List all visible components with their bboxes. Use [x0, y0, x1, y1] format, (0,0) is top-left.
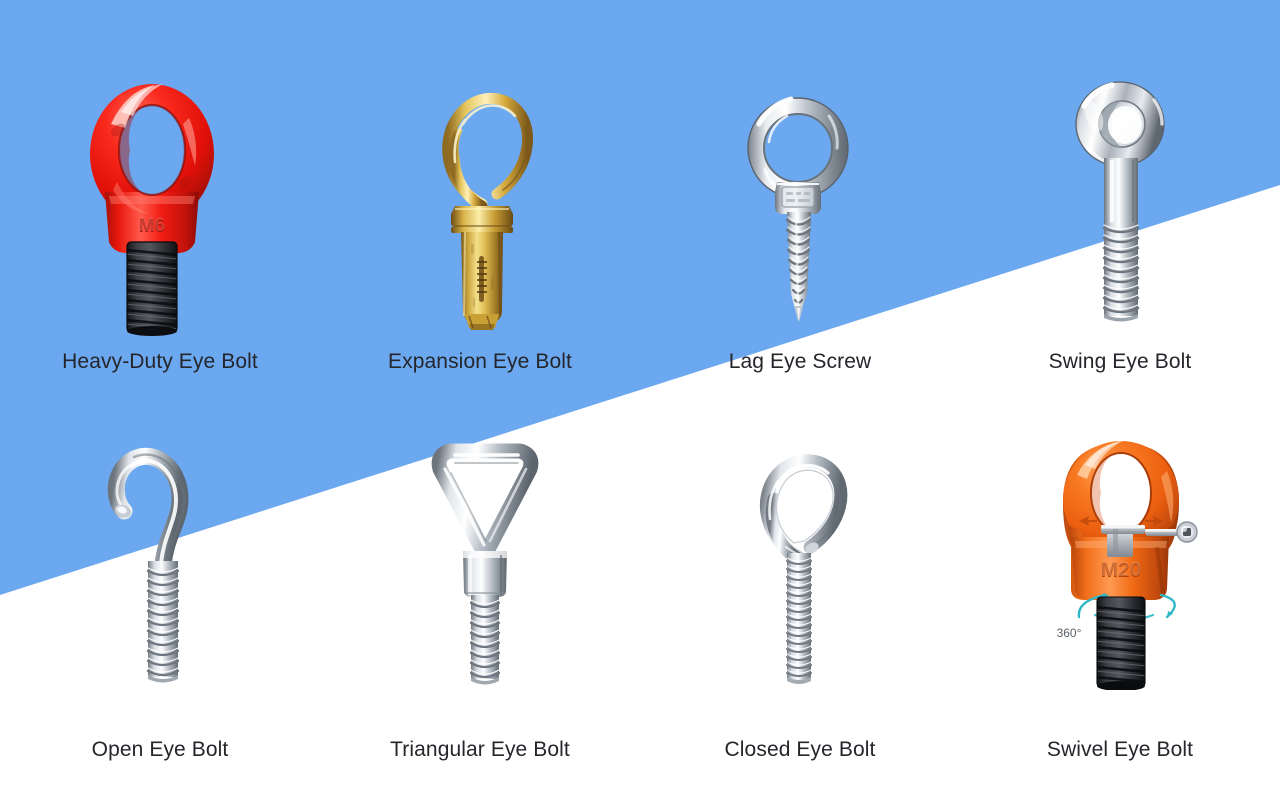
product-card-swivel-eye-bolt[interactable]: M20 M20 — [960, 376, 1280, 800]
closed-eye-bolt-illustration — [640, 376, 960, 690]
product-label-lag-eye-screw: Lag Eye Screw — [728, 350, 872, 373]
product-label-swing-eye-bolt: Swing Eye Bolt — [1048, 350, 1192, 373]
product-label-heavy-duty-eye-bolt: Heavy-Duty Eye Bolt — [62, 350, 258, 373]
swivel-eye-bolt-rotation-label: 360° — [1057, 626, 1082, 640]
swivel-eye-bolt-marking: M20 — [1101, 559, 1142, 582]
product-label-expansion-eye-bolt: Expansion Eye Bolt — [388, 350, 572, 373]
product-label-closed-eye-bolt: Closed Eye Bolt — [724, 738, 876, 761]
product-card-closed-eye-bolt[interactable]: Closed Eye Bolt — [640, 376, 960, 800]
svg-text:M20: M20 — [1101, 558, 1142, 581]
heavy-duty-eye-bolt-illustration: M6 M6 — [0, 0, 321, 336]
svg-text:M6: M6 — [139, 215, 165, 236]
product-card-heavy-duty-eye-bolt[interactable]: M6 M6 — [0, 0, 320, 376]
product-card-swing-eye-bolt[interactable]: Swing Eye Bolt — [960, 0, 1280, 376]
product-label-triangular-eye-bolt: Triangular Eye Bolt — [390, 738, 570, 761]
expansion-eye-bolt-illustration — [318, 0, 642, 336]
lag-eye-screw-illustration — [640, 0, 960, 336]
swivel-eye-bolt-illustration: M20 M20 — [950, 376, 1280, 690]
heavy-duty-eye-bolt-marking: M6 — [139, 216, 165, 237]
product-card-expansion-eye-bolt[interactable]: Expansion Eye Bolt — [320, 0, 640, 376]
product-card-open-eye-bolt[interactable]: Open Eye Bolt — [0, 376, 320, 800]
triangular-eye-bolt-illustration — [315, 376, 645, 690]
product-card-triangular-eye-bolt[interactable]: Triangular Eye Bolt — [320, 376, 640, 800]
product-label-open-eye-bolt: Open Eye Bolt — [91, 738, 229, 761]
product-label-swivel-eye-bolt: Swivel Eye Bolt — [1046, 738, 1194, 761]
swing-eye-bolt-illustration — [956, 0, 1280, 336]
open-eye-bolt-illustration — [0, 376, 323, 690]
product-card-lag-eye-screw[interactable]: Lag Eye Screw — [640, 0, 960, 376]
